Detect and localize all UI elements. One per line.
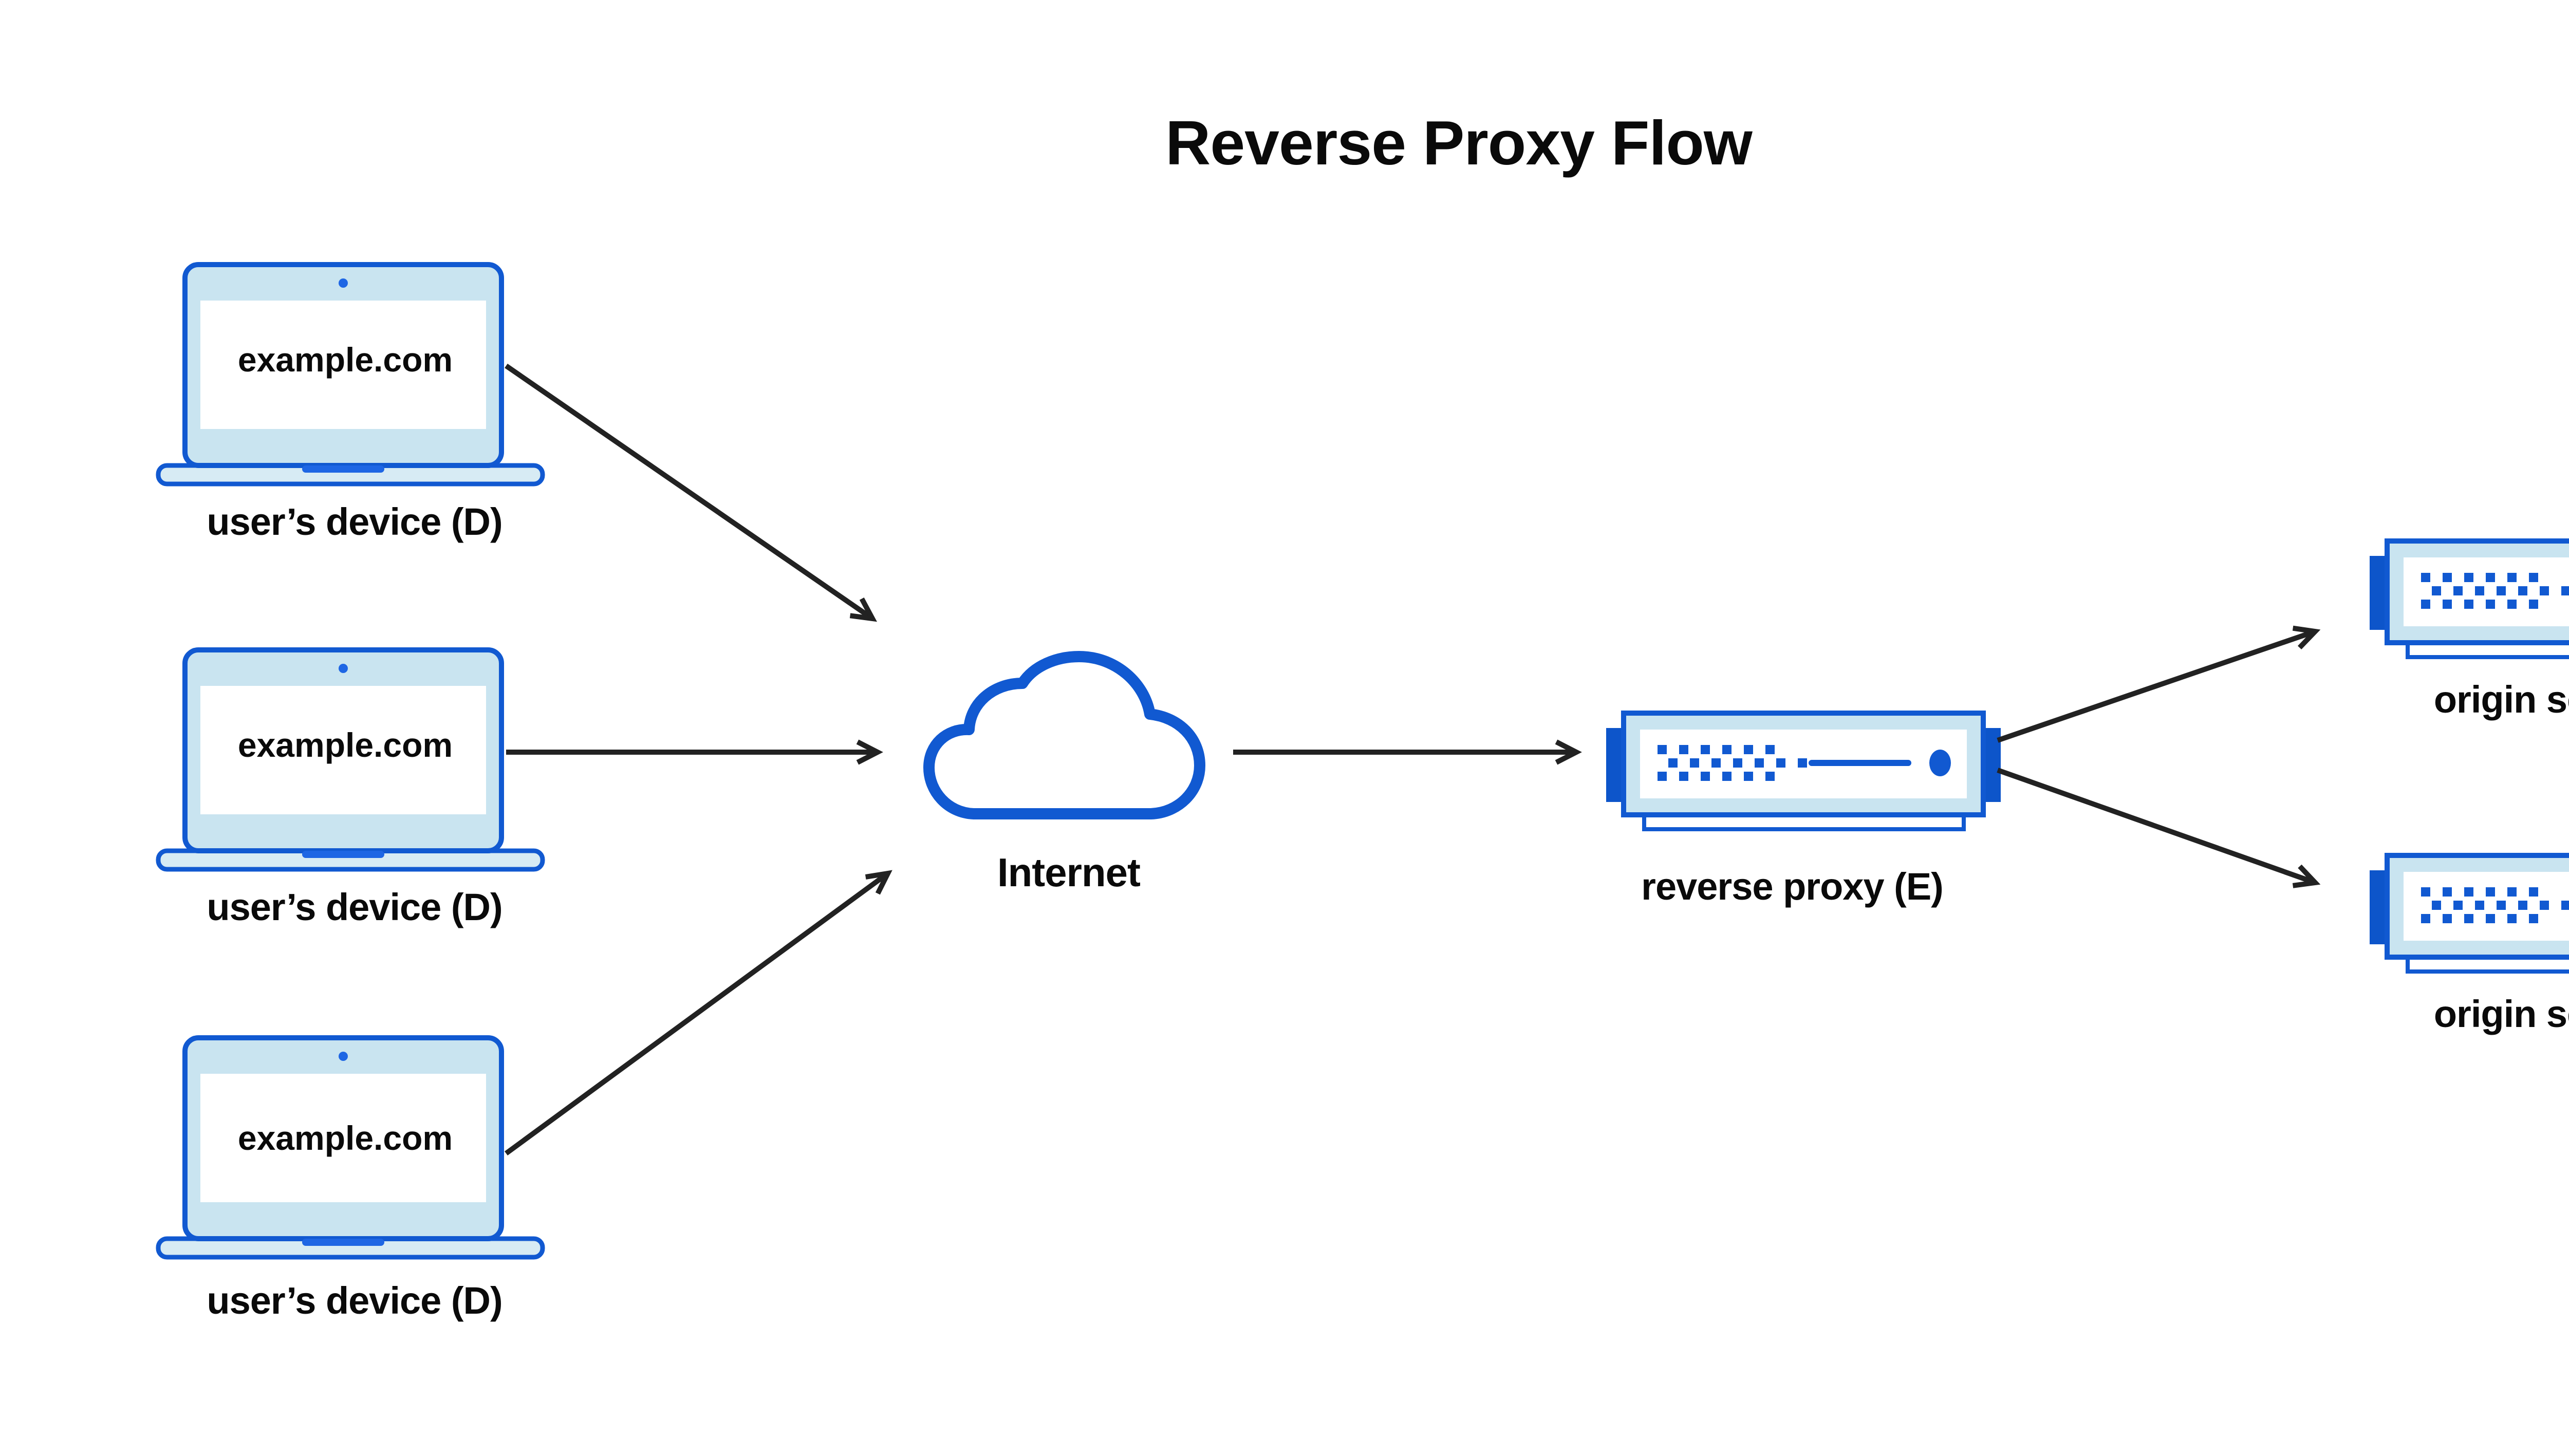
server-icon-reverse-proxy — [1606, 713, 2001, 829]
device2-label: user’s device (D) — [207, 886, 502, 928]
server-icon-origin-2 — [2370, 855, 2569, 972]
page-title: Reverse Proxy Flow — [1165, 108, 1753, 178]
arrow-device3-to-internet — [505, 870, 892, 1156]
device1-label: user’s device (D) — [207, 500, 502, 543]
device2-screen-text: example.com — [237, 726, 453, 764]
arrow-proxy-to-origin2 — [1997, 768, 2321, 888]
internet-cloud-icon — [923, 651, 1205, 819]
device1-screen-text: example.com — [237, 341, 453, 379]
arrow-device1-to-internet — [505, 363, 878, 622]
device3-screen-text: example.com — [237, 1119, 453, 1157]
origin-server1-label: origin server (F) — [2433, 678, 2569, 721]
server-icon-origin-1 — [2370, 541, 2569, 657]
device3-label: user’s device (D) — [207, 1279, 502, 1322]
arrow-proxy-to-origin1 — [1997, 625, 2321, 743]
internet-label: Internet — [997, 850, 1141, 895]
origin-server2-label: origin server (F) — [2433, 993, 2569, 1035]
reverse-proxy-label: reverse proxy (E) — [1641, 865, 1944, 908]
